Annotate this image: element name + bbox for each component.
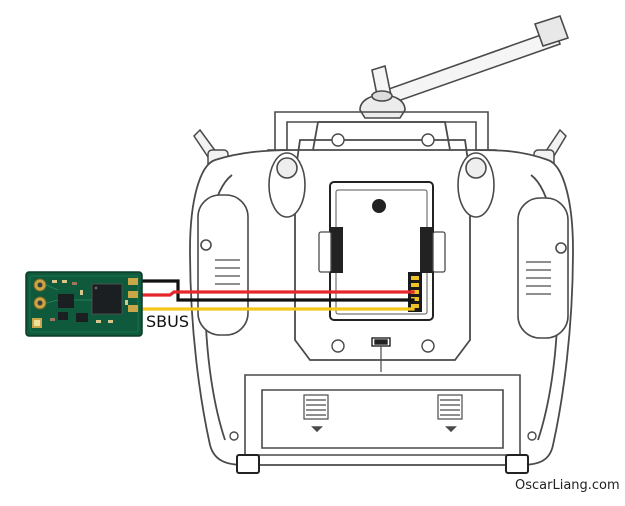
top-knobs xyxy=(268,152,495,218)
battery-bay xyxy=(318,181,446,321)
receiver-board xyxy=(25,271,143,337)
wires xyxy=(136,279,415,311)
wire-power xyxy=(136,290,415,297)
antenna xyxy=(359,15,570,119)
module-pins xyxy=(408,272,422,312)
watermark-text: OscarLiang.com xyxy=(515,478,620,493)
feet xyxy=(236,454,529,474)
trainer-port xyxy=(371,337,391,372)
screw-holes xyxy=(229,133,537,441)
sbus-label: SBUS xyxy=(146,312,189,331)
